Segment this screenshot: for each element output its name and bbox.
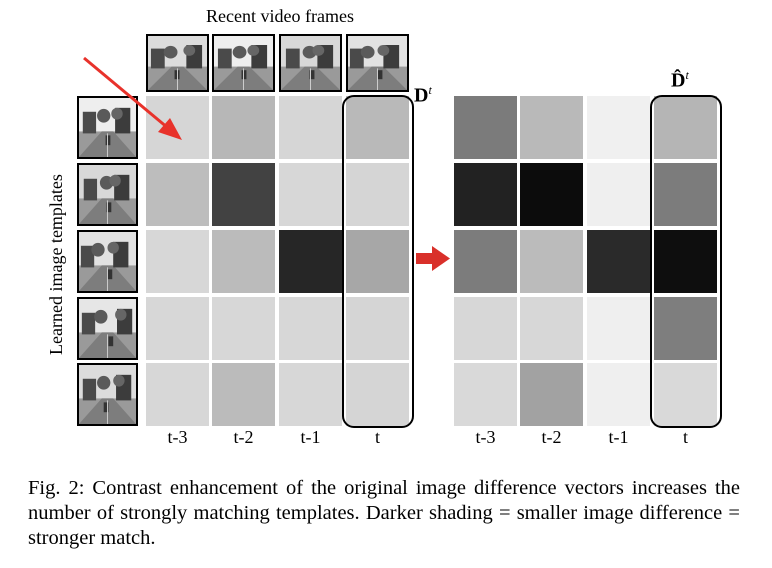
current-column-highlight-right [650,95,722,428]
diff-cell-r5-c4 [346,363,409,426]
video-frame-thumbnail-2 [212,34,275,92]
diff-cell-r4-c2 [212,297,275,360]
figure: Recent video frames Learned image templa… [46,6,722,447]
right-tick-1: t-3 [475,427,496,447]
enhanced-cell-r5-c1 [454,363,517,426]
enhanced-cell-r5-c2 [520,363,583,426]
diff-cell-r1-c4 [346,96,409,159]
enhanced-cell-r2-c2 [520,163,583,226]
enhanced-cell-r3-c4 [654,230,717,293]
left-tick-3: t-1 [300,427,321,447]
current-column-highlight-left [342,95,414,428]
template-thumbnail-5 [77,363,138,426]
diff-cell-r4-c3 [279,297,342,360]
enhanced-cell-r2-c1 [454,163,517,226]
diff-cell-r3-c3 [279,230,342,293]
enhanced-cell-r1-c2 [520,96,583,159]
figure-caption: Fig. 2: Contrast enhancement of the orig… [28,477,740,549]
enhanced-cell-r4-c3 [587,297,650,360]
enhanced-cell-r5-c3 [587,363,650,426]
diff-cell-r2-c4 [346,163,409,226]
video-frame-thumbnail-1 [146,34,209,92]
enhanced-cell-r3-c3 [587,230,650,293]
enhanced-cell-r1-c4 [654,96,717,159]
diff-cell-r1-c1 [146,96,209,159]
diff-cell-r4-c1 [146,297,209,360]
diff-cell-r3-c4 [346,230,409,293]
template-thumbnail-4 [77,297,138,360]
matrix-label-d-hat: D̂t [671,68,689,92]
enhanced-cell-r2-c4 [654,163,717,226]
enhanced-cell-r2-c3 [587,163,650,226]
template-thumbnail-3 [77,230,138,293]
transform-arrow [416,246,450,271]
diff-cell-r2-c2 [212,163,275,226]
diff-cell-r5-c2 [212,363,275,426]
enhanced-cell-r1-c1 [454,96,517,159]
template-thumbnail-2 [77,163,138,226]
enhanced-cell-r3-c2 [520,230,583,293]
diff-cell-r2-c3 [279,163,342,226]
matrix-label-d: Dt [414,83,432,107]
template-thumbnail-1 [77,96,138,159]
recent-frames-title: Recent video frames [206,6,354,26]
diff-cell-r2-c1 [146,163,209,226]
video-frame-thumbnail-3 [279,34,342,92]
enhanced-cell-r3-c1 [454,230,517,293]
video-frame-thumbnail-4 [346,34,409,92]
left-tick-1: t-3 [167,427,188,447]
diff-cell-r5-c3 [279,363,342,426]
enhanced-cell-r4-c1 [454,297,517,360]
diff-cell-r4-c4 [346,297,409,360]
enhanced-cell-r5-c4 [654,363,717,426]
enhanced-cell-r1-c3 [587,96,650,159]
diff-cell-r1-c3 [279,96,342,159]
diff-cell-r3-c1 [146,230,209,293]
templates-title: Learned image templates [46,174,66,355]
enhanced-cell-r4-c4 [654,297,717,360]
left-tick-2: t-2 [233,427,254,447]
diff-cell-r3-c2 [212,230,275,293]
enhanced-cell-r4-c2 [520,297,583,360]
diff-cell-r1-c2 [212,96,275,159]
diff-cell-r5-c1 [146,363,209,426]
right-tick-2: t-2 [541,427,562,447]
right-tick-4: t [682,427,688,447]
right-tick-3: t-1 [608,427,629,447]
left-tick-4: t [374,427,380,447]
